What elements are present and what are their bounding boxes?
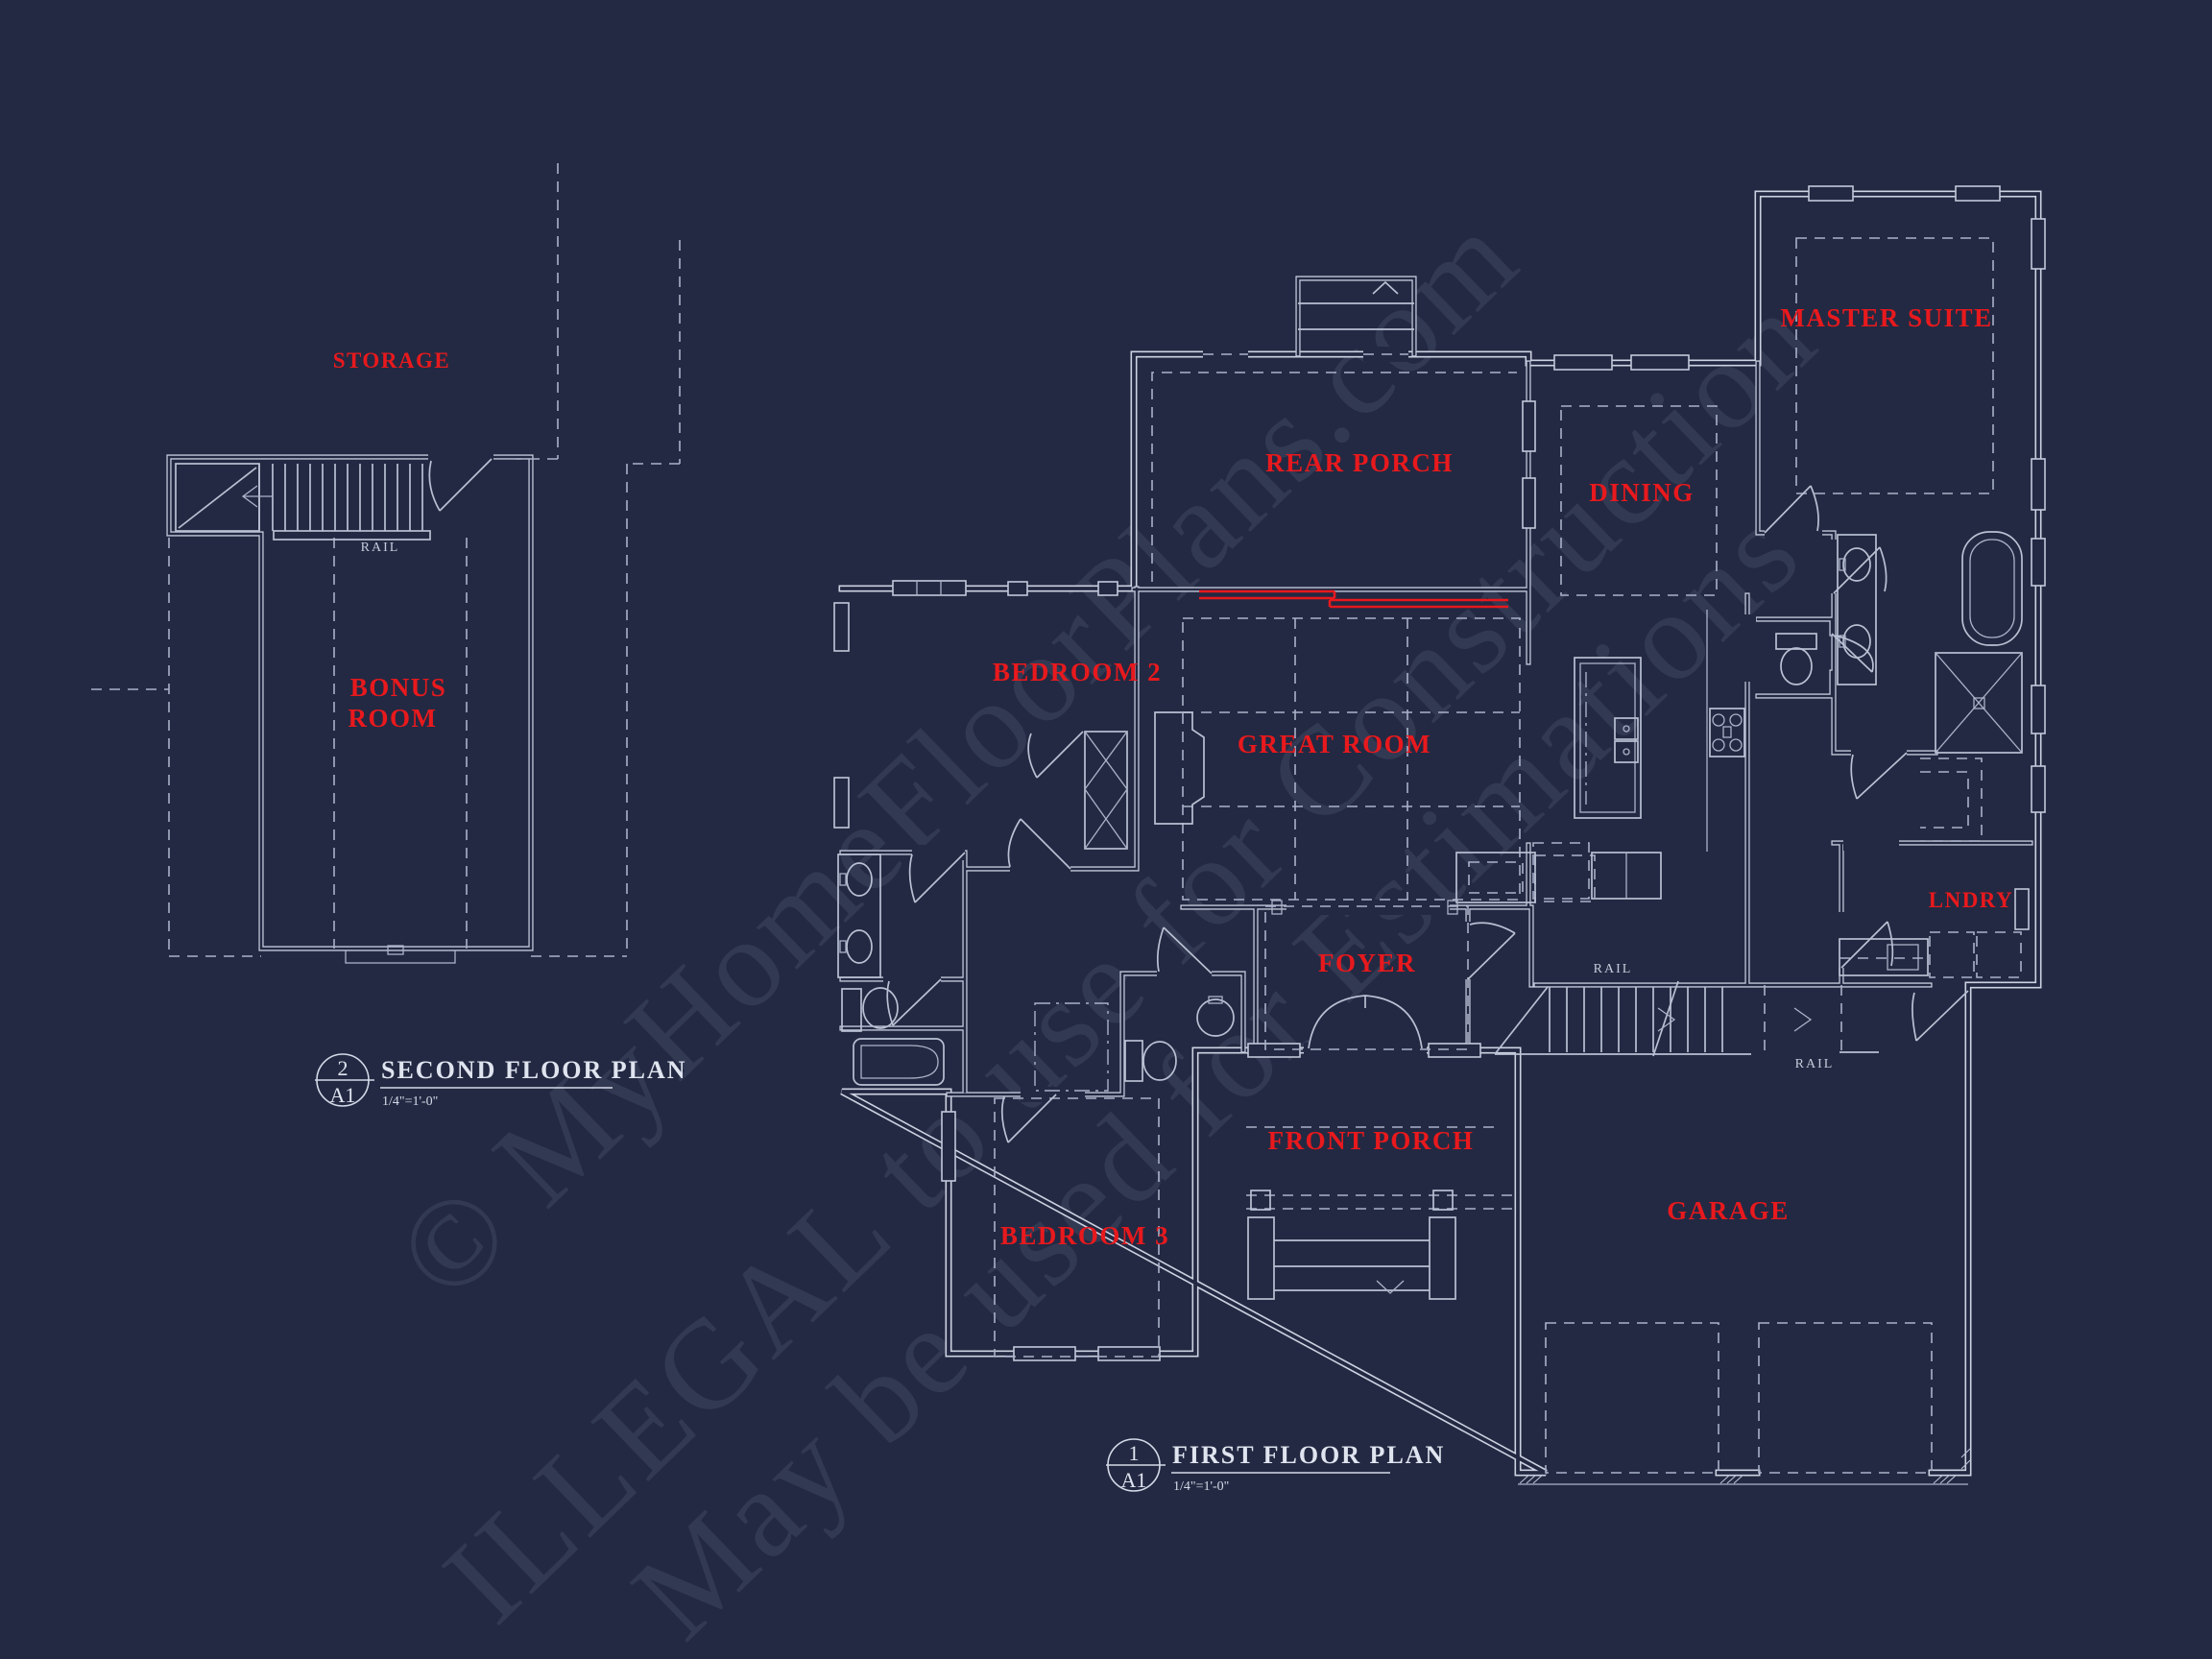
first-floor-title-block: 1 A1 FIRST FLOOR PLAN 1/4"=1'-0" <box>1106 1438 1445 1494</box>
room-label-master-suite: MASTER SUITE <box>1780 303 1992 332</box>
second-floor-stairs <box>175 458 493 541</box>
room-label-storage: STORAGE <box>333 349 451 373</box>
room-label-great-room: GREAT ROOM <box>1238 730 1431 758</box>
sheet-number: A1 <box>330 1083 356 1107</box>
master-bath <box>1775 531 2023 754</box>
first-floor-stairs <box>1494 980 1879 1057</box>
second-floor-title-block: 2 A1 SECOND FLOOR PLAN 1/4"=1'-0" <box>315 1053 687 1109</box>
plan-scale: 1/4"=1'-0" <box>382 1094 438 1109</box>
kitchen-island <box>1574 657 1642 819</box>
hall-bath-1 <box>837 854 945 1086</box>
plan-scale: 1/4"=1'-0" <box>1173 1479 1229 1494</box>
roof-outline-dashed <box>91 163 681 957</box>
stair-rail <box>273 530 431 541</box>
windows <box>833 185 2046 1361</box>
chimney <box>1298 280 1414 330</box>
room-label-bedroom3: BEDROOM 3 <box>1000 1221 1169 1250</box>
rail-label-landing: RAIL <box>1795 1057 1835 1071</box>
plan-title: SECOND FLOOR PLAN <box>381 1056 687 1084</box>
room-label-bonus-line2: ROOM <box>349 704 438 733</box>
laundry-fixtures <box>1839 938 1929 976</box>
hall-bath-2 <box>1124 996 1235 1082</box>
room-label-lndry: LNDRY <box>1929 888 2013 912</box>
room-label-garage: GARAGE <box>1667 1196 1790 1225</box>
range <box>1709 708 1745 757</box>
rail-label: RAIL <box>361 541 400 555</box>
garage-jambs <box>1518 1448 1971 1485</box>
kitchen-cabinet <box>1455 852 1536 903</box>
second-floor-plan: STORAGE BONUS ROOM RAIL 2 A1 SECOND FLOO… <box>91 163 687 1109</box>
room-label-foyer: FOYER <box>1318 949 1416 977</box>
room-label-dining: DINING <box>1589 478 1695 507</box>
rail-label-stairs: RAIL <box>1594 962 1633 976</box>
stair-direction-arrow <box>241 485 272 508</box>
doors <box>886 485 1969 1143</box>
great-room-fireplace <box>1154 711 1205 825</box>
first-floor-plan: REAR PORCH DINING MASTER SUITE BEDROOM 2… <box>833 185 2046 1494</box>
detail-number: 2 <box>338 1056 349 1080</box>
bedroom2-closet <box>1084 731 1128 850</box>
detail-number: 1 <box>1129 1441 1140 1465</box>
rear-door-highlight <box>1199 589 1508 609</box>
room-label-front-porch: FRONT PORCH <box>1268 1126 1475 1155</box>
sheet-number: A1 <box>1121 1468 1147 1492</box>
room-label-bedroom2: BEDROOM 2 <box>993 658 1162 686</box>
plan-title: FIRST FLOOR PLAN <box>1172 1441 1445 1469</box>
room-label-bonus-line1: BONUS <box>350 673 447 702</box>
front-porch-steps <box>1247 1190 1456 1300</box>
door-arc <box>428 458 493 512</box>
room-label-rear-porch: REAR PORCH <box>1265 448 1454 477</box>
